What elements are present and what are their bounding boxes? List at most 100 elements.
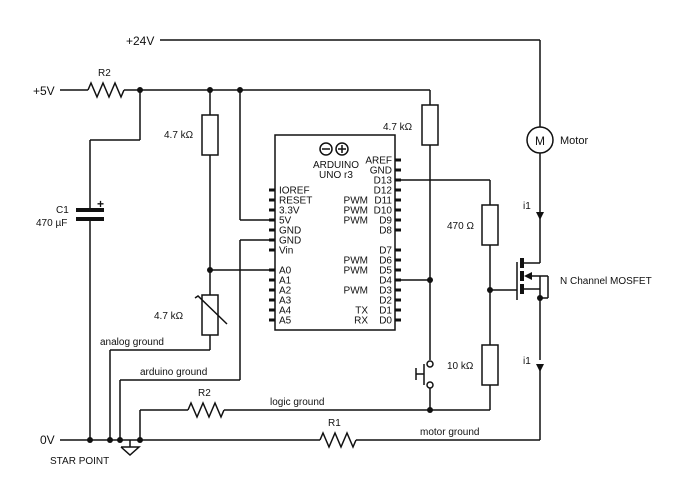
arduino-left-pin-stub: [269, 298, 275, 302]
arduino-left-pin-stub: [269, 208, 275, 212]
junction-dots: [87, 87, 543, 443]
motor-icon: [526, 126, 554, 260]
label-mosfet: N Channel MOSFET: [560, 276, 652, 287]
arduino-gnd-wire: [119, 239, 275, 440]
arduino-left-pin-stub: [269, 318, 275, 322]
label-analog-ground: analog ground: [100, 337, 164, 348]
label-0v: 0V: [40, 433, 55, 447]
arduino-left-pin-label: A5: [279, 316, 292, 327]
label-gate-resistor: 470 Ω: [447, 221, 474, 232]
arduino-right-pin-label: D8: [379, 226, 392, 237]
label-current-top: i1: [523, 201, 531, 212]
arduino-right-pin-label: D11: [374, 196, 392, 207]
label-r2-top: R2: [98, 68, 111, 79]
current-arrow-top-icon: [536, 212, 544, 220]
logic-ground-wire: [139, 401, 490, 440]
d13-wire: [395, 179, 491, 205]
arduino-right-pin-label: D12: [374, 186, 393, 197]
label-c1: C1: [56, 205, 69, 216]
arduino-pin-prefix: PWM: [344, 286, 368, 297]
motor-symbol: M: [535, 134, 545, 148]
arduino-right-pin-stub: [395, 168, 401, 172]
arduino-right-pin-label: D1: [379, 306, 392, 317]
c1-plus-sign: +: [97, 197, 104, 211]
label-5v: +5V: [33, 84, 55, 98]
arduino-right-pin-stub: [395, 298, 401, 302]
arduino-pins: IOREFRESET3.3V5VGNDGNDVinA0A1A2A3A4A5ARE…: [269, 156, 401, 327]
arduino-model: UNO r3: [319, 170, 353, 181]
label-current-bottom: i1: [523, 356, 531, 367]
arduino-left-pin-label: RESET: [279, 196, 312, 207]
arduino-right-pin-label: D7: [379, 246, 392, 257]
arduino-left-pin-stub: [269, 238, 275, 242]
arduino-right-pin-stub: [395, 158, 401, 162]
rail-0v: [60, 431, 540, 449]
rail-24v: [160, 39, 541, 127]
arduino-right-pin-stub: [395, 268, 401, 272]
arduino-left-pin-label: GND: [279, 236, 301, 247]
arduino-right-pin-stub: [395, 318, 401, 322]
label-logic-ground: logic ground: [270, 397, 324, 408]
arduino-right-pin-label: AREF: [365, 156, 392, 167]
pushbutton: [415, 360, 434, 410]
arduino-right-pin-stub: [395, 308, 401, 312]
arduino-right-pin-stub: [395, 288, 401, 292]
label-pulldown: 10 kΩ: [447, 361, 474, 372]
arduino-left-pin-label: A2: [279, 286, 292, 297]
arduino-right-pin-stub: [395, 188, 401, 192]
arduino-right-pin-stub: [395, 248, 401, 252]
arduino-pin-prefix: TX: [355, 306, 368, 317]
arduino-right-pin-stub: [395, 198, 401, 202]
potentiometer: [109, 294, 228, 440]
arduino-right-pin-stub: [395, 258, 401, 262]
arduino-pin-prefix: PWM: [344, 196, 368, 207]
arduino-pin-prefix: PWM: [344, 266, 368, 277]
arduino-right-pin-label: D3: [379, 286, 392, 297]
arduino-right-pin-label: D6: [379, 256, 392, 267]
arduino-logo-icon: [319, 142, 349, 156]
arduino-right-pin-label: GND: [370, 166, 392, 177]
arduino-left-pin-stub: [269, 308, 275, 312]
arduino-left-pin-stub: [269, 278, 275, 282]
arduino-right-pin-stub: [395, 208, 401, 212]
mosfet-icon: [516, 258, 549, 360]
resistor-gate: [481, 204, 517, 345]
arduino-left-pin-label: GND: [279, 226, 301, 237]
arduino-right-pin-label: D13: [374, 176, 393, 187]
current-arrow-bottom-icon: [536, 364, 544, 440]
arduino-left-pin-stub: [269, 188, 275, 192]
arduino-right-pin-stub: [395, 218, 401, 222]
arduino-right-pin-label: D4: [379, 276, 392, 287]
arduino-left-pin-stub: [269, 198, 275, 202]
arduino-pin-prefix: PWM: [344, 216, 368, 227]
arduino-right-pin-label: D9: [379, 216, 392, 227]
label-pullup-right: 4.7 kΩ: [383, 122, 413, 133]
label-pullup-left: 4.7 kΩ: [164, 130, 194, 141]
arduino-left-pin-label: A3: [279, 296, 292, 307]
arduino-right-pin-label: D2: [379, 296, 392, 307]
label-motor-ground: motor ground: [420, 427, 479, 438]
label-star-point: STAR POINT: [50, 456, 109, 467]
arduino-left-pin-label: A0: [279, 266, 292, 277]
arduino-right-pin-label: D0: [379, 316, 392, 327]
arduino-pin-prefix: PWM: [344, 256, 368, 267]
arduino-left-pin-stub: [269, 248, 275, 252]
arduino-left-pin-label: Vin: [279, 246, 293, 257]
label-r2-bottom: R2: [198, 388, 211, 399]
resistor-pullup-right: [421, 104, 439, 360]
arduino-pin-prefix: RX: [354, 316, 368, 327]
label-pot: 4.7 kΩ: [154, 311, 184, 322]
arduino-left-pin-label: 5V: [279, 216, 292, 227]
arduino-name: ARDUINO: [313, 160, 359, 171]
arduino-right-pin-label: D5: [379, 266, 392, 277]
arduino-left-pin-stub: [269, 228, 275, 232]
arduino-left-pin-label: 3.3V: [279, 206, 300, 217]
arduino-left-pin-label: A4: [279, 306, 292, 317]
label-arduino-ground: arduino ground: [140, 367, 207, 378]
arduino-board: [274, 134, 396, 331]
capacitor-c1: [76, 90, 141, 440]
arduino-left-pin-stub: [269, 218, 275, 222]
label-c1-value: 470 µF: [36, 218, 67, 229]
arduino-left-pin-stub: [269, 268, 275, 272]
